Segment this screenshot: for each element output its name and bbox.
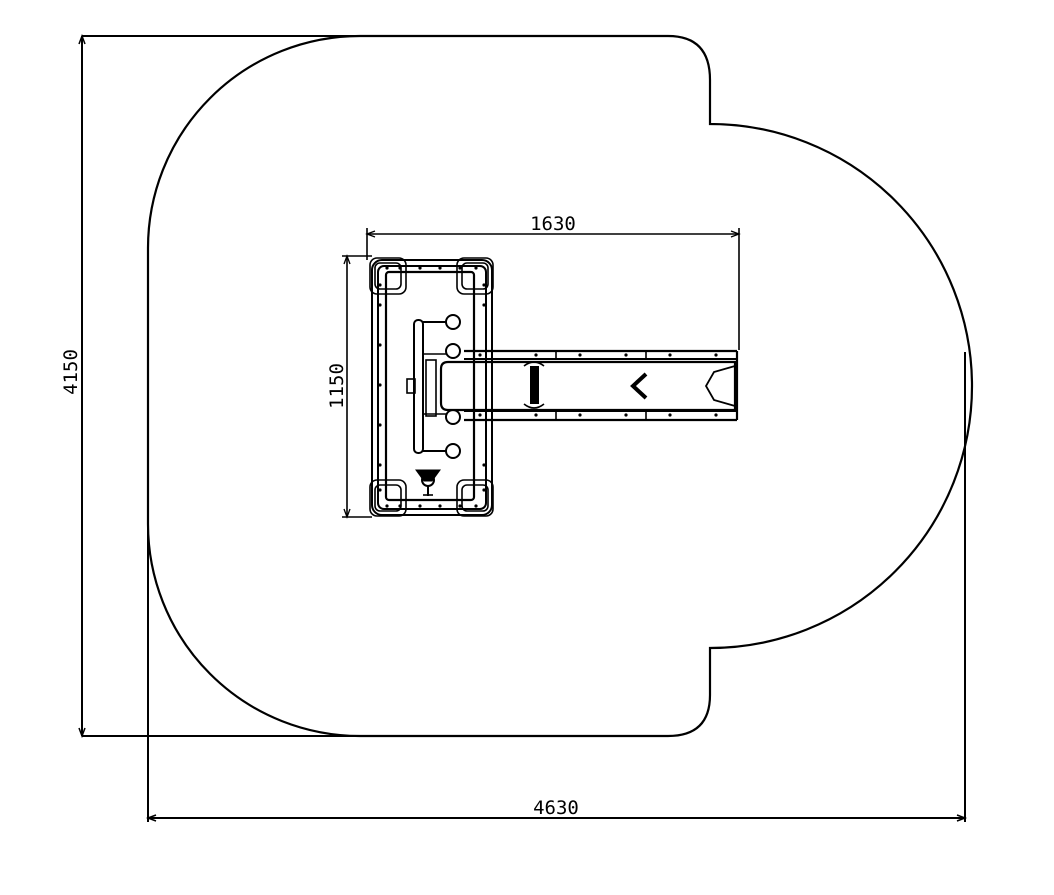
handlebar — [406, 319, 447, 454]
dimension-overall-height: 4150 — [60, 33, 668, 739]
dimension-overall-height-label: 4150 — [60, 349, 82, 395]
dimension-equipment-width: 1630 — [365, 213, 741, 350]
chevron-mark — [630, 372, 648, 400]
equipment-platform — [369, 257, 494, 517]
dimension-equipment-height: 1150 — [326, 254, 372, 519]
dimension-overall-width-label: 4630 — [533, 797, 579, 819]
dimension-equipment-height-label: 1150 — [326, 363, 348, 409]
safety-zone-outline — [146, 34, 974, 738]
bench-roller — [523, 361, 545, 409]
corner-brackets — [369, 257, 494, 517]
platform-bolts — [378, 266, 486, 508]
pivot-bolt-symbol — [415, 469, 441, 496]
dimension-equipment-width-label: 1630 — [530, 213, 576, 235]
bench-beam — [439, 349, 739, 422]
dimension-overall-width: 4630 — [145, 352, 968, 822]
bench-seat — [439, 360, 737, 412]
grip-knobs — [445, 314, 461, 459]
